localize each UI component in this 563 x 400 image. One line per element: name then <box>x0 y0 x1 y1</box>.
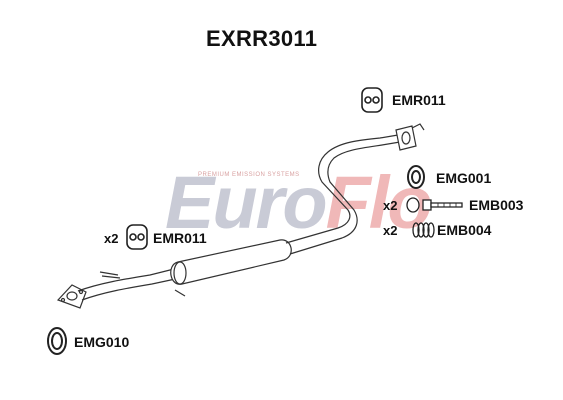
part-label-emb003: EMB003 <box>469 197 524 213</box>
part-label-emg001: EMG001 <box>436 170 492 186</box>
part-number-title: EXRR3011 <box>206 26 318 51</box>
rubber-hanger-icon <box>361 87 383 113</box>
part-qty-emr011-left: x2 <box>104 231 119 246</box>
spring-icon <box>412 222 435 238</box>
part-qty-emb004: x2 <box>383 223 398 238</box>
brand-tagline: PREMIUM EMISSION SYSTEMS <box>198 172 300 178</box>
part-label-emr011-top: EMR011 <box>392 92 446 108</box>
gasket-icon <box>407 165 425 189</box>
rubber-hanger-icon <box>126 224 148 250</box>
part-qty-emb003: x2 <box>383 198 398 213</box>
exhaust-pipe-assembly <box>56 123 425 309</box>
gasket-icon <box>47 327 67 355</box>
part-label-emg010: EMG010 <box>74 334 130 350</box>
part-label-emr011-left: EMR011 <box>153 230 207 246</box>
part-label-emb004: EMB004 <box>437 222 492 238</box>
bolt-icon <box>406 197 463 213</box>
brand-name-part1: Euro <box>165 161 328 244</box>
